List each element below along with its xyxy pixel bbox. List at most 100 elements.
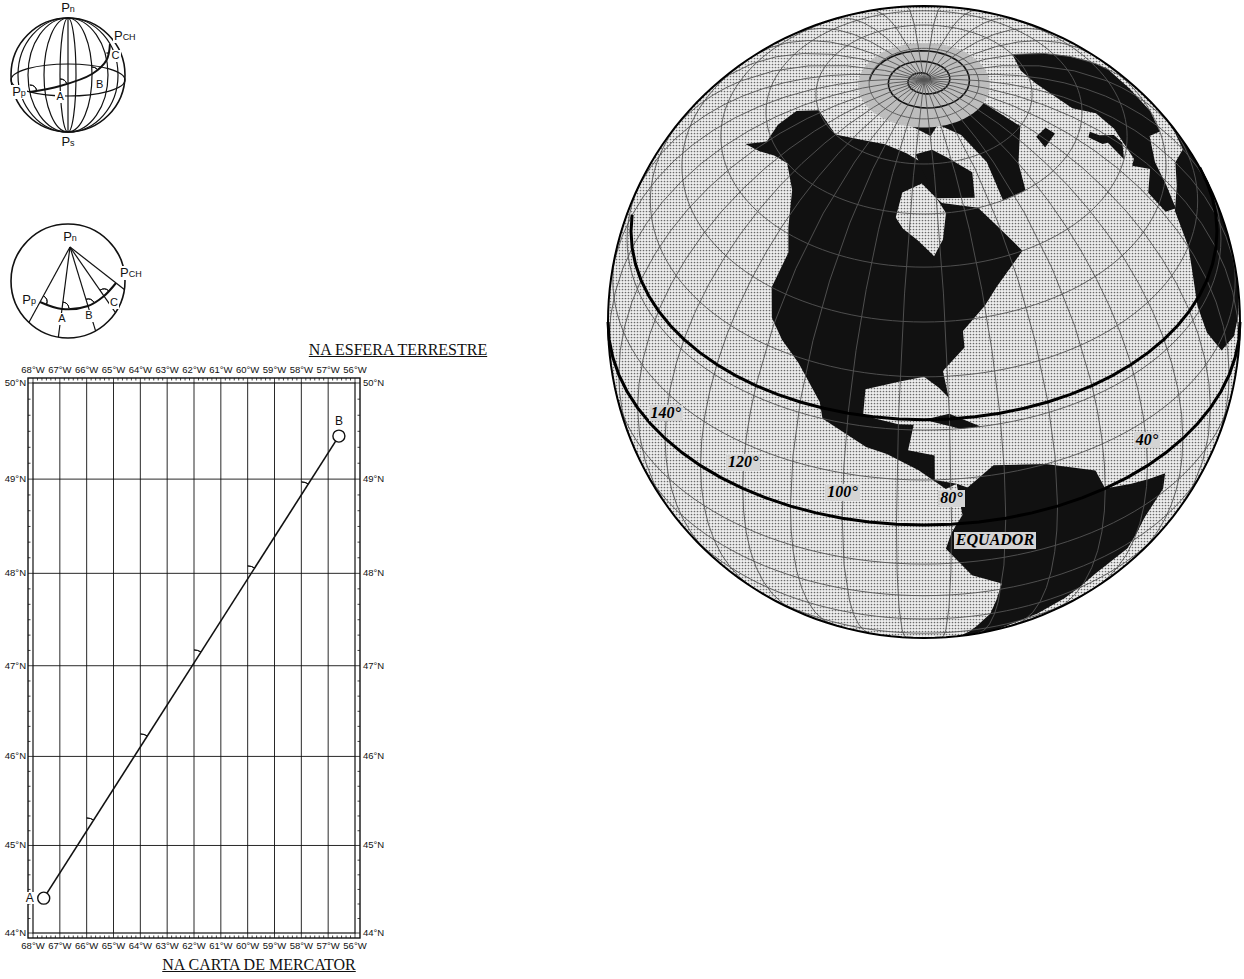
border-tick [28,801,31,802]
point-label: C [109,297,119,309]
border-tick [305,378,306,381]
rhumb-line [30,44,110,92]
border-tick [194,378,195,383]
chart-frame [28,378,360,938]
angle-arc [140,734,147,736]
border-tick [238,936,239,939]
border-tick [91,936,92,939]
meridian [70,247,96,331]
border-tick [216,378,217,381]
border-tick [41,936,42,939]
border-tick [55,378,56,381]
border-tick [265,936,266,939]
border-tick [346,378,347,381]
border-tick [310,378,311,381]
meridian [67,18,68,132]
angle-arc [107,53,108,54]
border-tick [50,378,51,381]
border-tick [314,378,315,381]
border-tick [350,936,351,939]
border-tick [358,711,361,712]
globe-outline [608,6,1240,638]
grid-line [247,383,248,933]
border-tick [55,936,56,939]
point-label: B [95,79,104,91]
border-tick [28,786,31,787]
border-tick [28,415,31,416]
border-tick [225,378,226,381]
border-tick [28,830,31,831]
angle-arc [301,482,308,484]
border-tick [176,936,177,939]
angle-arc [248,566,255,568]
border-tick [358,650,361,651]
border-tick [28,604,31,605]
border-tick [167,378,168,383]
border-tick [113,933,114,938]
pole-label: Pp [21,293,37,307]
border-tick [162,378,163,381]
pole-label: PCH [119,266,143,280]
border-tick [82,378,83,381]
meridian [18,18,118,132]
border-tick [358,447,361,448]
border-tick [341,378,342,381]
latitude-label: 46°N [363,751,384,761]
border-tick [104,378,105,381]
pole-label: PCH [113,29,137,43]
border-tick [189,378,190,381]
border-tick [158,378,159,381]
border-tick [77,378,78,381]
latitude-label: 49°N [363,474,384,484]
border-tick [28,463,31,464]
point-circle [333,430,345,442]
point-label: B [334,415,344,428]
border-tick [283,936,284,939]
border-tick [68,936,69,939]
border-tick [287,936,288,939]
grid-line [86,383,87,933]
longitude-label: 66°W [75,365,98,375]
longitude-label: 58°W [290,365,313,375]
angle-arc [86,299,94,302]
border-tick [171,936,172,939]
border-tick [28,650,31,651]
border-tick [95,936,96,939]
meridian [60,18,76,132]
border-tick [358,463,361,464]
border-tick [256,936,257,939]
angle-arc [60,79,67,84]
border-tick [113,378,114,383]
chart-frame [33,383,355,933]
mercator-chart [28,378,360,938]
border-tick [301,378,302,383]
longitude-label: 60°W [236,941,259,951]
border-tick [358,557,361,558]
border-tick [355,933,360,934]
land-mass [1088,132,1124,160]
border-tick [91,378,92,381]
border-tick [358,726,361,727]
border-tick [341,936,342,939]
border-tick [225,936,226,939]
pole-label: Pp [11,85,27,99]
sphere-figure [11,18,125,132]
border-tick [252,378,253,381]
border-tick [243,378,244,381]
border-tick [355,933,356,938]
border-tick [37,378,38,381]
border-tick [358,903,361,904]
border-tick [314,936,315,939]
longitude-label: 59°W [263,941,286,951]
border-tick [355,756,360,757]
longitude-label: 65°W [102,941,125,951]
border-tick [358,815,361,816]
longitude-label: 66°W [75,941,98,951]
border-tick [216,936,217,939]
border-tick [41,378,42,381]
longitude-label: 62°W [182,941,205,951]
longitude-label: 100° [825,484,859,501]
border-tick [28,526,31,527]
border-tick [355,479,360,480]
